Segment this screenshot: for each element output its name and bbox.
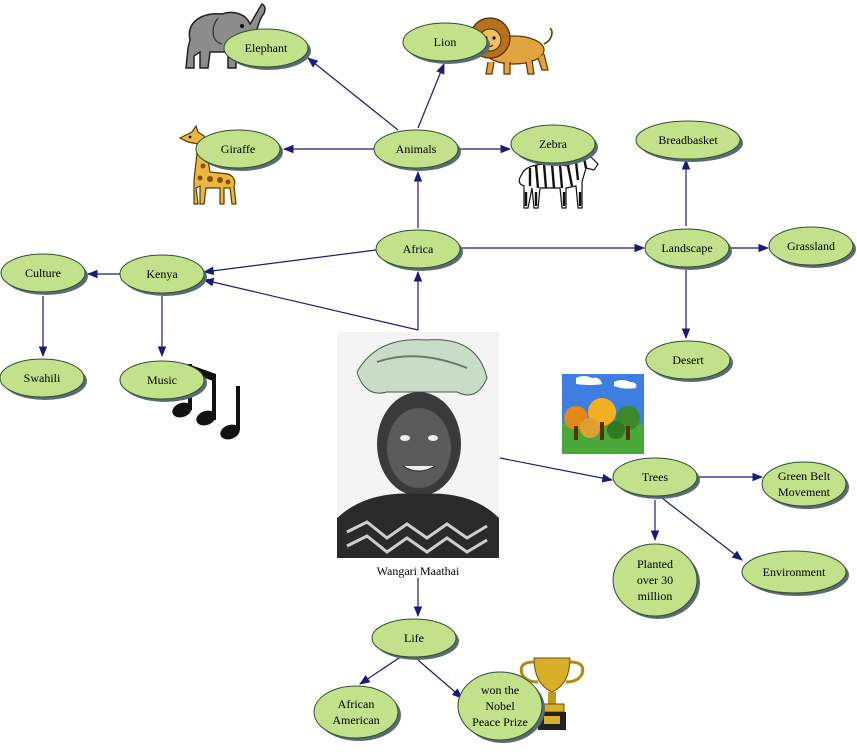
node-label: Trees [642, 470, 669, 484]
lion-icon [469, 17, 553, 75]
node-label: Life [404, 631, 424, 645]
node-bubble [371, 618, 457, 658]
node-culture: Culture [0, 253, 88, 295]
node-label: Africa [403, 242, 434, 256]
node-bubble [612, 457, 698, 497]
edge-life-nobel [417, 659, 463, 699]
node-grassland: Grassland [768, 226, 856, 268]
node-label: Animals [396, 142, 437, 156]
node-label: million [638, 589, 673, 603]
edge-animals-lion [417, 62, 445, 129]
node-label: Landscape [661, 241, 712, 255]
node-bubble [375, 229, 461, 269]
edge-life-africanamerican [359, 655, 403, 685]
zebra-icon [518, 153, 599, 209]
node-label: over 30 [637, 573, 673, 587]
node-animals: Animals [373, 129, 461, 171]
node-bubble [761, 461, 847, 507]
node-label: Grassland [787, 239, 835, 253]
node-bubble [402, 22, 488, 62]
node-label: Lion [434, 35, 457, 49]
node-africa: Africa [375, 229, 463, 271]
node-label: Green Belt [778, 469, 831, 483]
node-label: Giraffe [221, 142, 255, 156]
node-kenya: Kenya [119, 254, 207, 296]
node-planted: Planted over 30 million [612, 543, 700, 619]
node-environment: Environment [741, 550, 849, 596]
node-label: Desert [672, 353, 704, 367]
node-label: Breadbasket [658, 133, 718, 147]
portrait-photo [337, 332, 499, 558]
edge-center-trees [499, 457, 614, 483]
forest-icon [562, 374, 644, 454]
node-giraffe: Giraffe [195, 129, 283, 171]
node-bubble [457, 671, 543, 741]
node-label: won the [481, 683, 519, 697]
node-desert: Desert [645, 340, 733, 382]
node-label: African [338, 697, 375, 711]
node-bubble [741, 550, 847, 594]
node-music: Music [119, 360, 207, 402]
node-label: Nobel [485, 699, 515, 713]
node-label: Elephant [245, 41, 288, 55]
edge-trees-environment [661, 497, 743, 561]
node-bubble [373, 129, 459, 169]
node-label: Kenya [146, 267, 178, 281]
edge-africa-kenya [202, 249, 377, 276]
node-label: Environment [763, 565, 826, 579]
node-bubble [0, 253, 86, 293]
node-bubble [612, 543, 698, 617]
edge-center-kenya [202, 278, 419, 331]
node-bubble [195, 129, 281, 169]
edge-layer [38, 57, 770, 699]
node-bubble [768, 226, 854, 266]
node-bubble [510, 124, 596, 164]
node-bubble [644, 228, 730, 268]
node-swahili: Swahili [0, 358, 87, 400]
node-bubble [635, 120, 741, 160]
node-bubble [223, 28, 309, 68]
node-trees: Trees [612, 457, 700, 499]
node-label: Culture [25, 266, 61, 280]
node-zebra: Zebra [510, 124, 598, 166]
node-bubble [313, 685, 399, 739]
node-breadbasket: Breadbasket [635, 120, 743, 162]
edge-animals-elephant [307, 57, 399, 131]
node-life: Life [371, 618, 459, 660]
node-bubble [0, 358, 85, 398]
node-label: Zebra [539, 137, 568, 151]
node-bubble [119, 360, 205, 400]
node-landscape: Landscape [644, 228, 732, 270]
node-label: Swahili [24, 371, 61, 385]
node-label: Movement [778, 485, 831, 499]
node-bubble [119, 254, 205, 294]
node-label: Peace Prize [472, 715, 528, 729]
center-caption: Wangari Maathai [377, 564, 460, 578]
node-label: Planted [637, 557, 673, 571]
node-elephant: Elephant [223, 28, 311, 70]
node-lion: Lion [402, 22, 490, 64]
node-label: American [332, 713, 379, 727]
node-bubble [645, 340, 731, 380]
node-label: Music [147, 373, 177, 387]
trophy-icon [519, 657, 585, 730]
